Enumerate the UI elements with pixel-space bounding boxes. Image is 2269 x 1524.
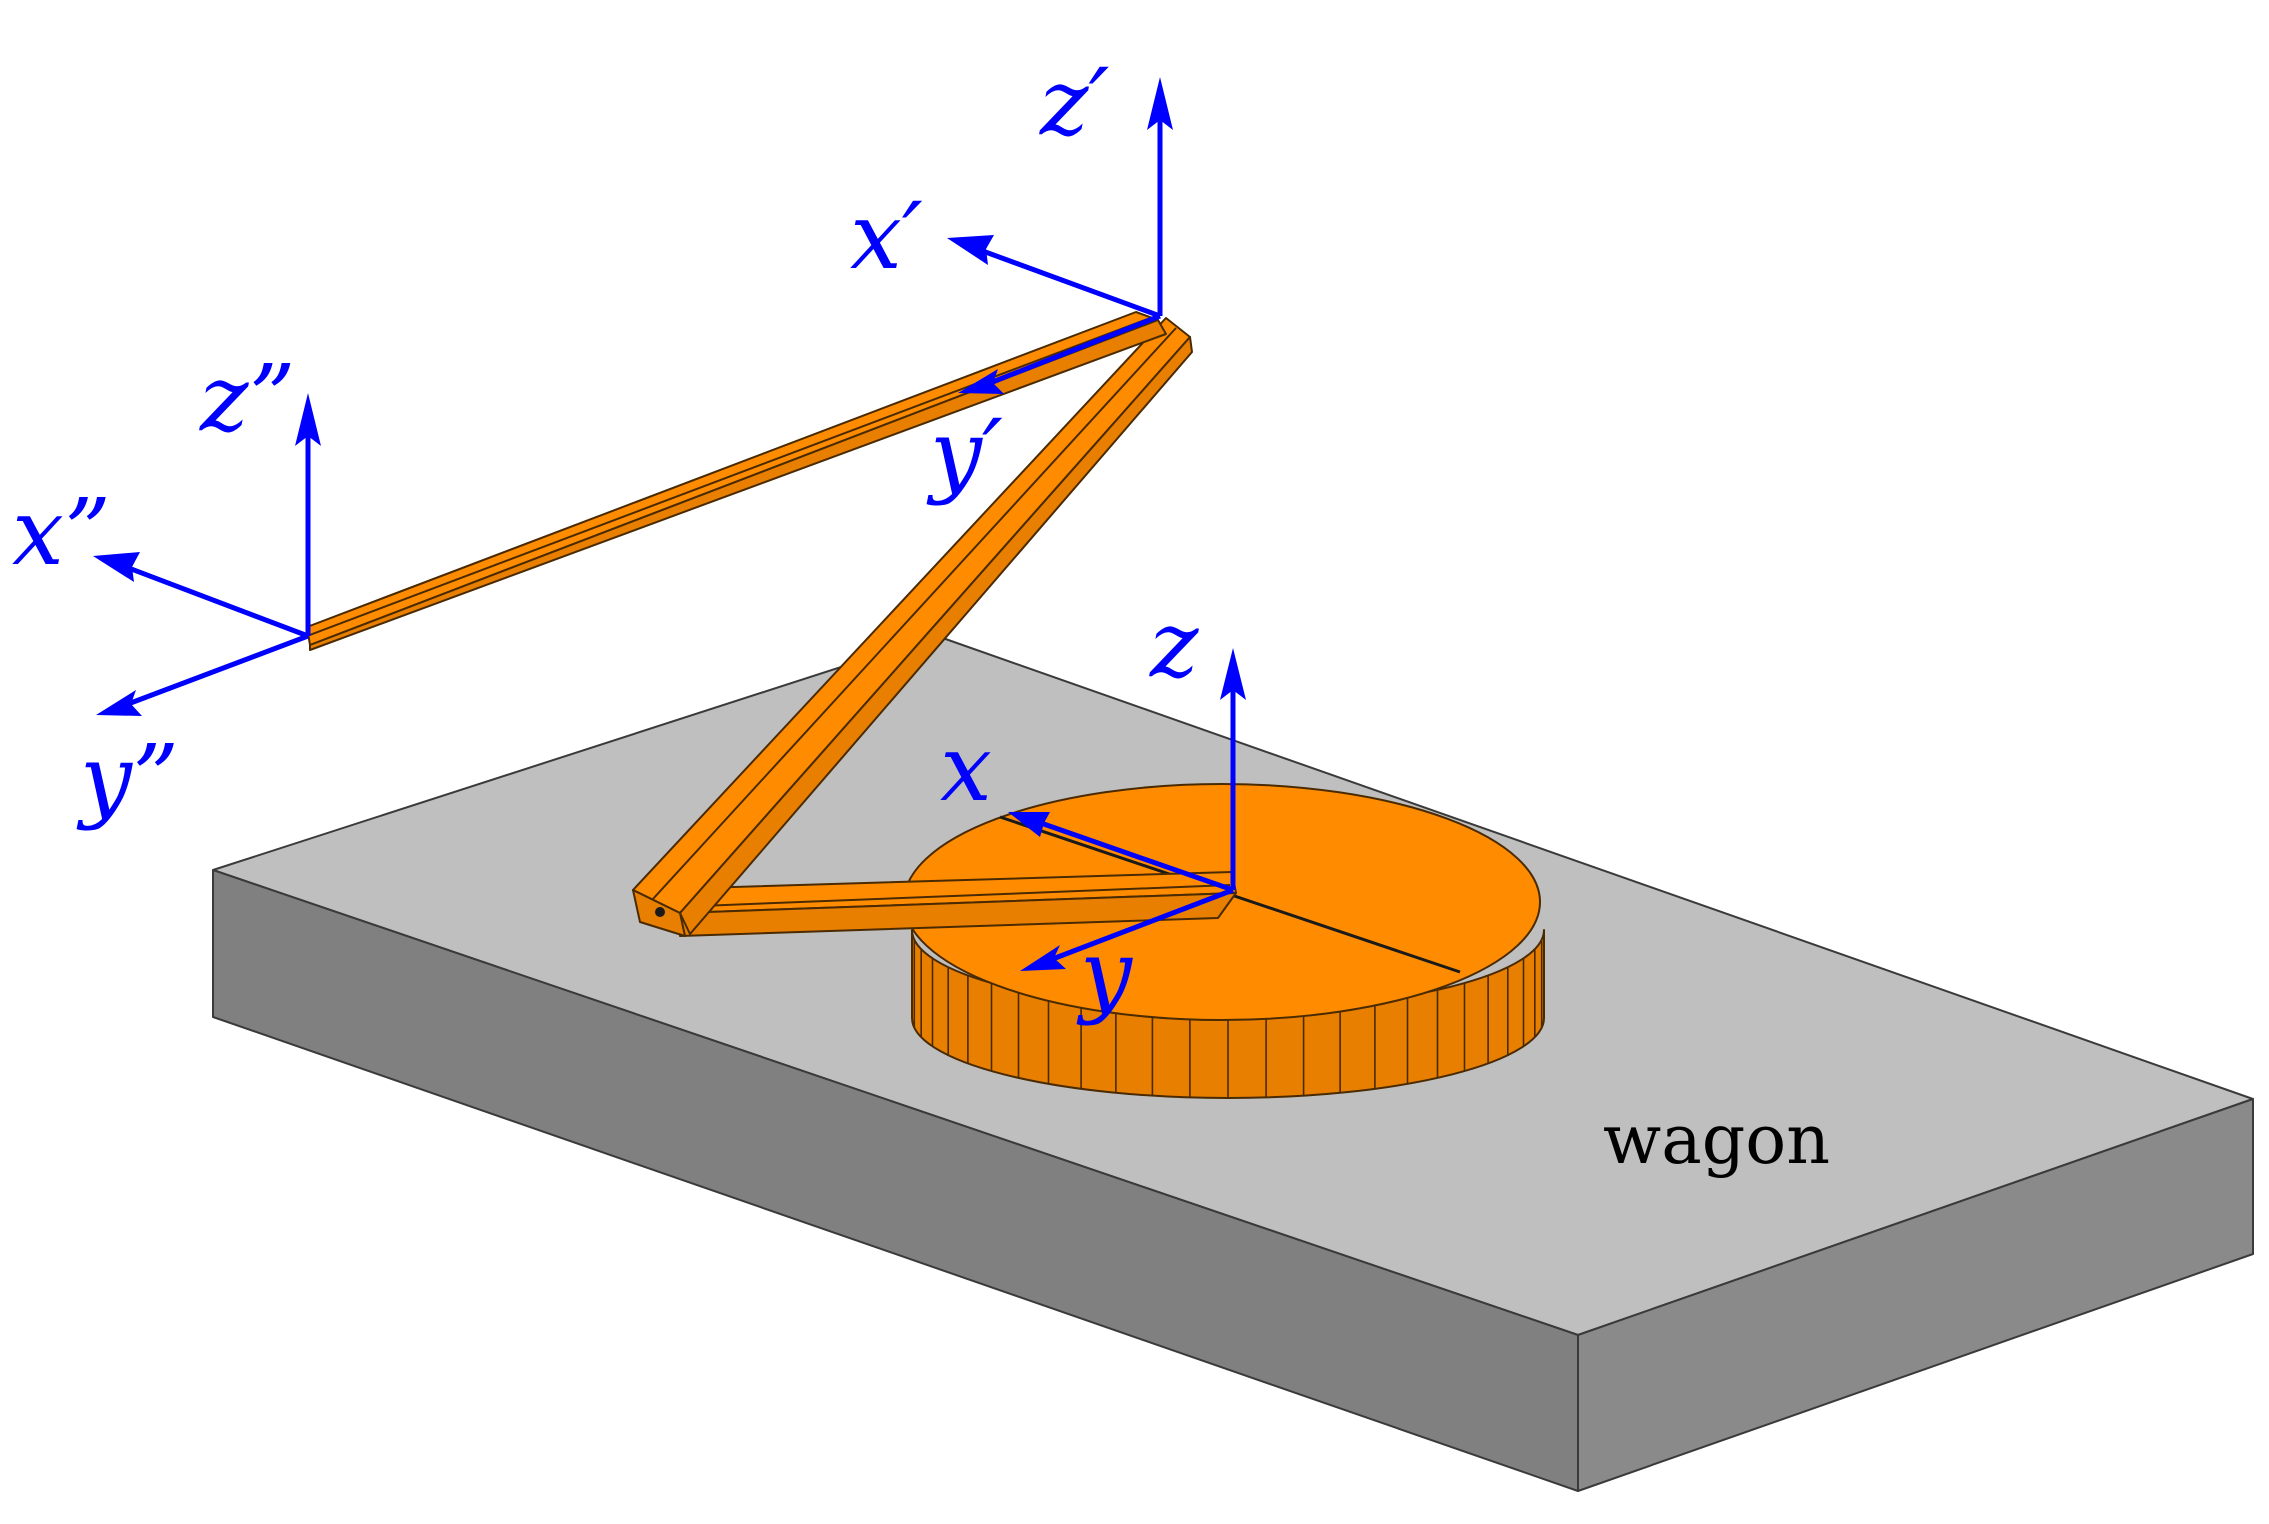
joint-x-label: x′	[850, 183, 923, 290]
joint-z-arrowhead	[1147, 77, 1173, 130]
upper-link	[306, 311, 1167, 651]
elbow-pin-icon	[655, 907, 665, 917]
tip-z-label: z”	[199, 345, 296, 452]
tip-z-arrowhead	[295, 393, 321, 446]
base-frame-axes	[1008, 648, 1246, 971]
turntable-segment-lines	[913, 939, 1543, 1098]
middle-link	[632, 317, 1193, 937]
base-y-axis	[1049, 887, 1234, 963]
joint-y-arrowhead	[958, 369, 1004, 394]
tip-frame-axes	[93, 393, 321, 716]
wagon-right-face	[1577, 1098, 2254, 1492]
joint-x-arrowhead	[947, 235, 994, 265]
base-x-label: x	[940, 715, 992, 822]
wagon-label: wagon	[1603, 1101, 1830, 1180]
tip-y-label: y”	[76, 725, 179, 832]
tip-x-label: x”	[12, 479, 111, 586]
tip-y-axis	[127, 633, 309, 707]
joint-z-label: z′	[1039, 49, 1109, 156]
joint-x-axis	[979, 247, 1161, 319]
joint-y-axis	[989, 313, 1161, 386]
base-z-label: z	[1149, 591, 1199, 698]
base-z-arrowhead	[1220, 648, 1246, 700]
joint-frame-axes	[947, 77, 1173, 394]
base-x-axis	[1037, 819, 1234, 893]
joint-y-label: y′	[926, 400, 1003, 507]
tip-x-axis	[125, 564, 309, 639]
base-x-arrowhead	[1008, 812, 1050, 837]
upper-link-side	[309, 319, 1167, 651]
base-y-arrowhead	[1020, 945, 1066, 971]
tip-x-arrowhead	[93, 552, 140, 582]
turntable-disc	[903, 783, 1545, 1099]
base-y-label: y	[1076, 920, 1133, 1027]
middle-link-side	[679, 336, 1193, 935]
tip-y-arrowhead	[96, 690, 142, 716]
